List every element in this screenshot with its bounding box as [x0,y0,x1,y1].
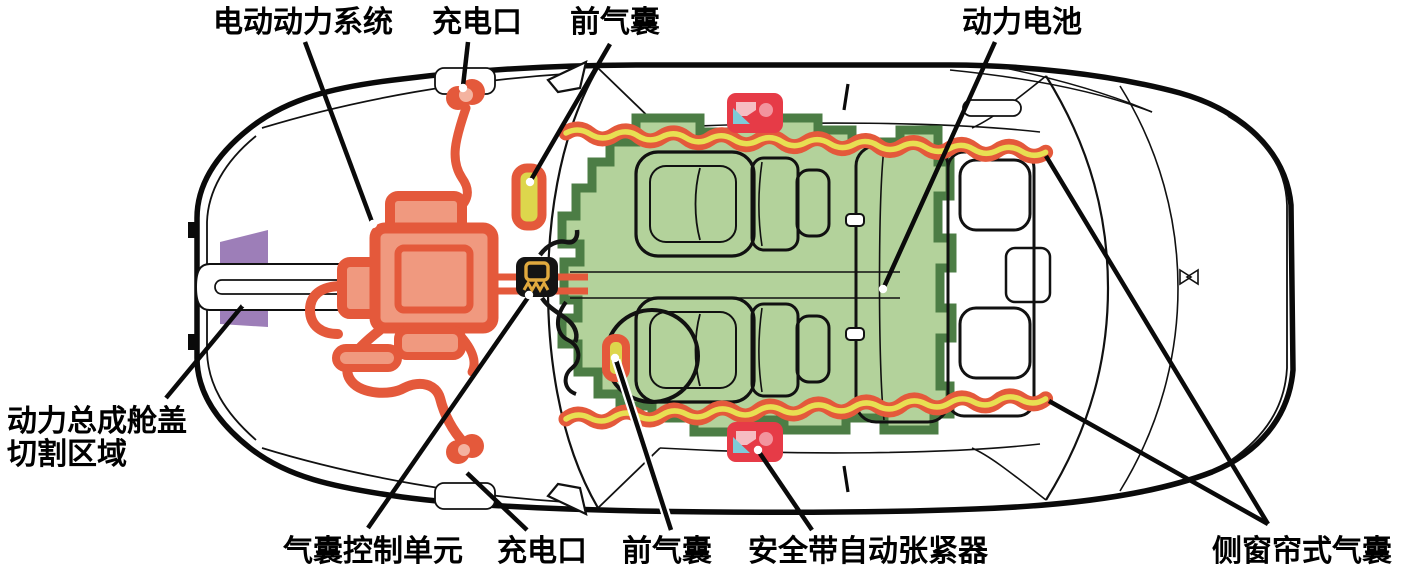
pretensioner-icon [733,102,773,124]
drive-unit [332,191,499,372]
label-charge-port-bottom: 充电口 [497,535,587,568]
trunk-crease [1119,85,1179,492]
door-seam-bottom [842,465,850,493]
acu-airbag-icon [522,261,550,294]
leader-battery [881,41,998,288]
leader-hood-cut [164,302,246,400]
pretensioner-icon [733,431,773,453]
curtain-airbag-bottom [558,388,1054,430]
label-hood-cut: 动力总成舱盖 切割区域 [7,405,197,471]
hv-hose-left-loop [304,281,347,339]
charge-port-door-bottom [434,482,496,510]
mirror-top [546,60,588,94]
leader-front-airbag-bottom [613,359,674,531]
leader-front-airbag-top [529,42,612,182]
belt-pretensioner-bottom [727,422,783,462]
mirror-bottom [546,482,588,516]
c-pillar-bottom [971,447,1047,501]
curtain-airbag-top [558,121,1054,164]
front-edge-notch-bottom [188,334,198,350]
driver-seat [634,296,831,404]
leader-curtain-b [1047,399,1270,526]
hood-crease-top [261,73,566,129]
ev-power-system [304,79,588,464]
leader-lines [164,41,1270,532]
label-hood-cut-line2: 切割区域 [7,438,127,471]
passenger-seat [634,150,831,258]
label-belt-pretensioner: 安全带自动张紧器 [748,535,988,568]
acu-harness-up [538,229,580,257]
charge-port-bottom-component [446,434,484,464]
leader-pretensioner [757,450,814,532]
leader-end-dots [240,83,888,455]
dash-contour-squiggle [556,300,581,396]
roof-rail-bottom [659,443,1041,454]
rear-bumper-inner-line [1227,115,1288,462]
rear-emblem-icon [1179,268,1199,286]
front-seats [634,150,831,404]
airbag-control-unit [516,229,580,344]
leader-charge-port-top [460,41,471,87]
acu-harness-down [540,296,579,344]
rear-window-line [1045,75,1110,501]
belt-latch-bottom [845,327,865,341]
belt-latch-top [845,213,865,227]
label-acu: 气囊控制单元 [283,535,463,568]
label-curtain-airbag: 侧窗帘式气囊 [1212,535,1392,568]
label-charge-port-top: 充电口 [432,6,522,39]
label-front-airbag-bottom: 前气囊 [622,535,712,568]
hood-crease-bottom [261,447,566,503]
leader-acu [366,294,531,530]
rear-headrest-bottom [958,306,1032,380]
leader-curtain-a [1044,154,1270,526]
roof-rail-top [659,122,1041,133]
leader-charge-port-bottom [465,471,529,532]
door-seam-top [842,83,850,111]
label-front-airbag-top: 前气囊 [570,6,660,39]
rear-armrest [1004,246,1052,304]
label-hood-cut-line1: 动力总成舱盖 [7,405,187,438]
label-power-system: 电动动力系统 [213,6,393,39]
front-airbag-passenger [511,163,547,231]
front-edge-notch-top [188,222,198,238]
brake-light [962,99,1022,117]
rear-deck-line-2 [1004,67,1153,113]
label-battery: 动力电池 [962,6,1082,39]
belt-pretensioner-top [727,93,783,133]
leader-power-system [302,41,375,223]
